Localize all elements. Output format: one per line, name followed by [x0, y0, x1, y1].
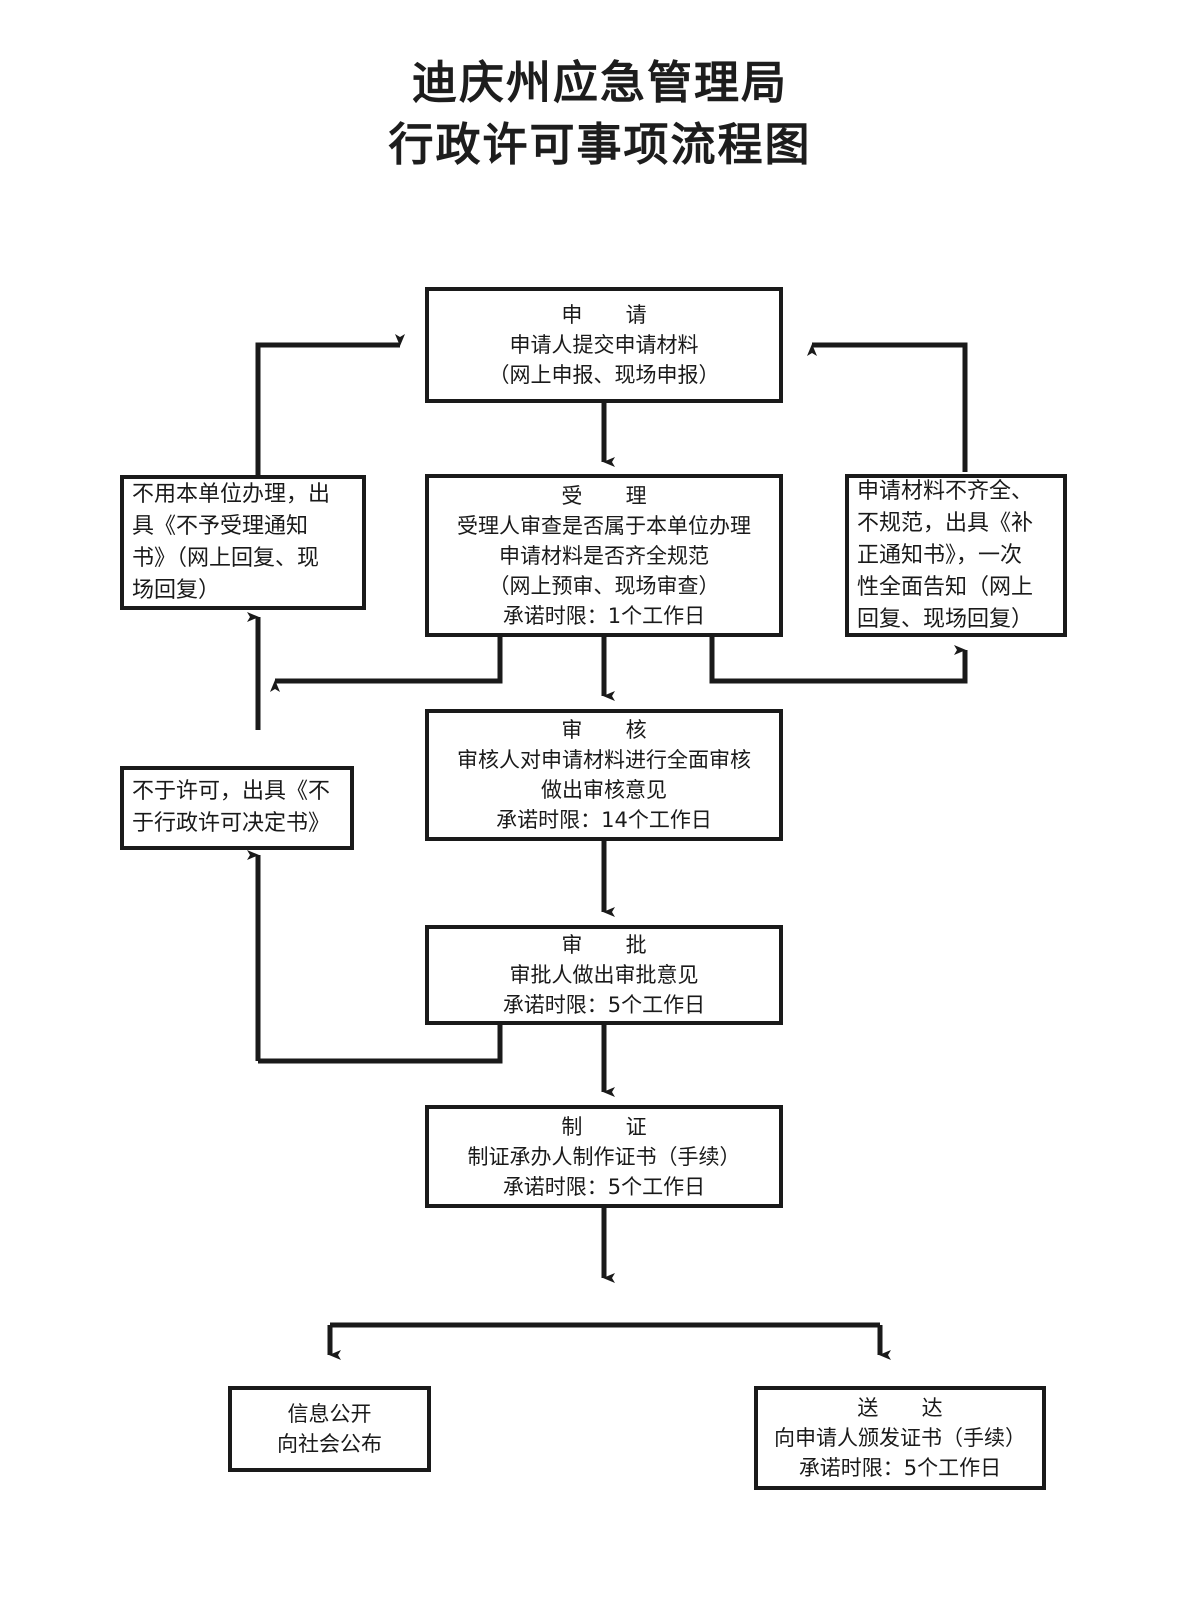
- edge-accept-right-branch: [709, 637, 968, 684]
- node-not-our-unit-line-3: 场回复）: [132, 577, 221, 603]
- node-not-permitted[interactable]: 不于许可，出具《不 于行政许可决定书》: [120, 766, 354, 850]
- node-incomplete[interactable]: 申请材料不齐全、 不规范，出具《补 正通知书》，一次 性全面告知（网上 回复、现…: [845, 474, 1067, 637]
- edge-approve-left-branch: [258, 1022, 503, 1064]
- node-certify-line-1: 制证承办人制作证书（手续）: [467, 1144, 741, 1169]
- node-accept-line-4: 承诺时限：1个工作日: [502, 603, 706, 628]
- node-incomplete-line-4: 回复、现场回复）: [857, 606, 1034, 632]
- edge-accept-left-branch: [270, 637, 503, 692]
- node-disclose-line-0: 信息公开: [287, 1402, 372, 1426]
- node-accept-line-2: 申请材料是否齐全规范: [499, 543, 709, 568]
- node-deliver[interactable]: 送 达 向申请人颁发证书（手续） 承诺时限：5个工作日: [754, 1386, 1046, 1490]
- node-accept-line-0: 受 理: [561, 483, 657, 508]
- node-deliver-line-1: 向申请人颁发证书（手续）: [774, 1426, 1026, 1450]
- node-certify-line-0: 制 证: [561, 1114, 657, 1139]
- node-not-permitted-line-1: 于行政许可决定书》: [132, 811, 331, 836]
- node-incomplete-line-2: 正通知书》，一次: [857, 542, 1023, 568]
- node-apply[interactable]: 申 请 申请人提交申请材料 （网上申报、现场申报）: [425, 287, 783, 403]
- node-incomplete-line-1: 不规范，出具《补: [857, 510, 1034, 536]
- node-not-our-unit[interactable]: 不用本单位办理，出 具《不予受理通知 书》（网上回复、现 场回复）: [120, 475, 366, 610]
- node-approve-line-0: 审 批: [561, 933, 657, 957]
- node-not-our-unit-line-0: 不用本单位办理，出: [132, 481, 331, 507]
- edge-notunit-to-apply: [255, 334, 405, 475]
- node-apply-line-1: 申请人提交申请材料: [509, 333, 699, 357]
- node-review[interactable]: 审 核 审核人对申请材料进行全面审核 做出审核意见 承诺时限：14个工作日: [425, 709, 783, 841]
- node-apply-line-0: 申 请: [561, 303, 657, 327]
- node-not-our-unit-line-1: 具《不予受理通知: [132, 513, 309, 539]
- node-review-line-1: 审核人对申请材料进行全面审核: [457, 748, 751, 772]
- title-line-2: 行政许可事项流程图: [388, 118, 812, 171]
- node-review-line-3: 承诺时限：14个工作日: [496, 808, 712, 832]
- node-not-permitted-line-0: 不于许可，出具《不: [132, 779, 331, 804]
- node-incomplete-line-3: 性全面告知（网上: [857, 574, 1034, 600]
- node-approve[interactable]: 审 批 审批人做出审批意见 承诺时限：5个工作日: [425, 925, 783, 1025]
- node-approve-line-1: 审批人做出审批意见: [509, 963, 699, 987]
- node-review-line-0: 审 核: [561, 718, 657, 742]
- node-accept-line-3: （网上预审、现场审查）: [488, 573, 720, 598]
- node-disclose[interactable]: 信息公开 向社会公布: [228, 1386, 431, 1472]
- node-not-our-unit-line-2: 书》（网上回复、现: [132, 545, 320, 571]
- title-line-1: 迪庆州应急管理局: [411, 56, 788, 109]
- node-disclose-line-1: 向社会公布: [277, 1432, 382, 1456]
- node-incomplete-line-0: 申请材料不齐全、: [857, 478, 1034, 504]
- node-approve-line-2: 承诺时限：5个工作日: [502, 993, 706, 1017]
- node-review-line-2: 做出审核意见: [541, 778, 667, 802]
- node-accept[interactable]: 受 理 受理人审查是否属于本单位办理 申请材料是否齐全规范 （网上预审、现场审查…: [425, 474, 783, 637]
- node-certify-line-2: 承诺时限：5个工作日: [502, 1174, 706, 1199]
- edge-incomplete-to-apply: [807, 342, 968, 472]
- page-title: 迪庆州应急管理局 行政许可事项流程图: [0, 52, 1200, 176]
- node-apply-line-2: （网上申报、现场申报）: [488, 363, 720, 387]
- node-certify[interactable]: 制 证 制证承办人制作证书（手续） 承诺时限：5个工作日: [425, 1105, 783, 1208]
- node-deliver-line-0: 送 达: [857, 1396, 953, 1420]
- node-deliver-line-2: 承诺时限：5个工作日: [798, 1456, 1002, 1480]
- node-accept-line-1: 受理人审查是否属于本单位办理: [457, 513, 751, 538]
